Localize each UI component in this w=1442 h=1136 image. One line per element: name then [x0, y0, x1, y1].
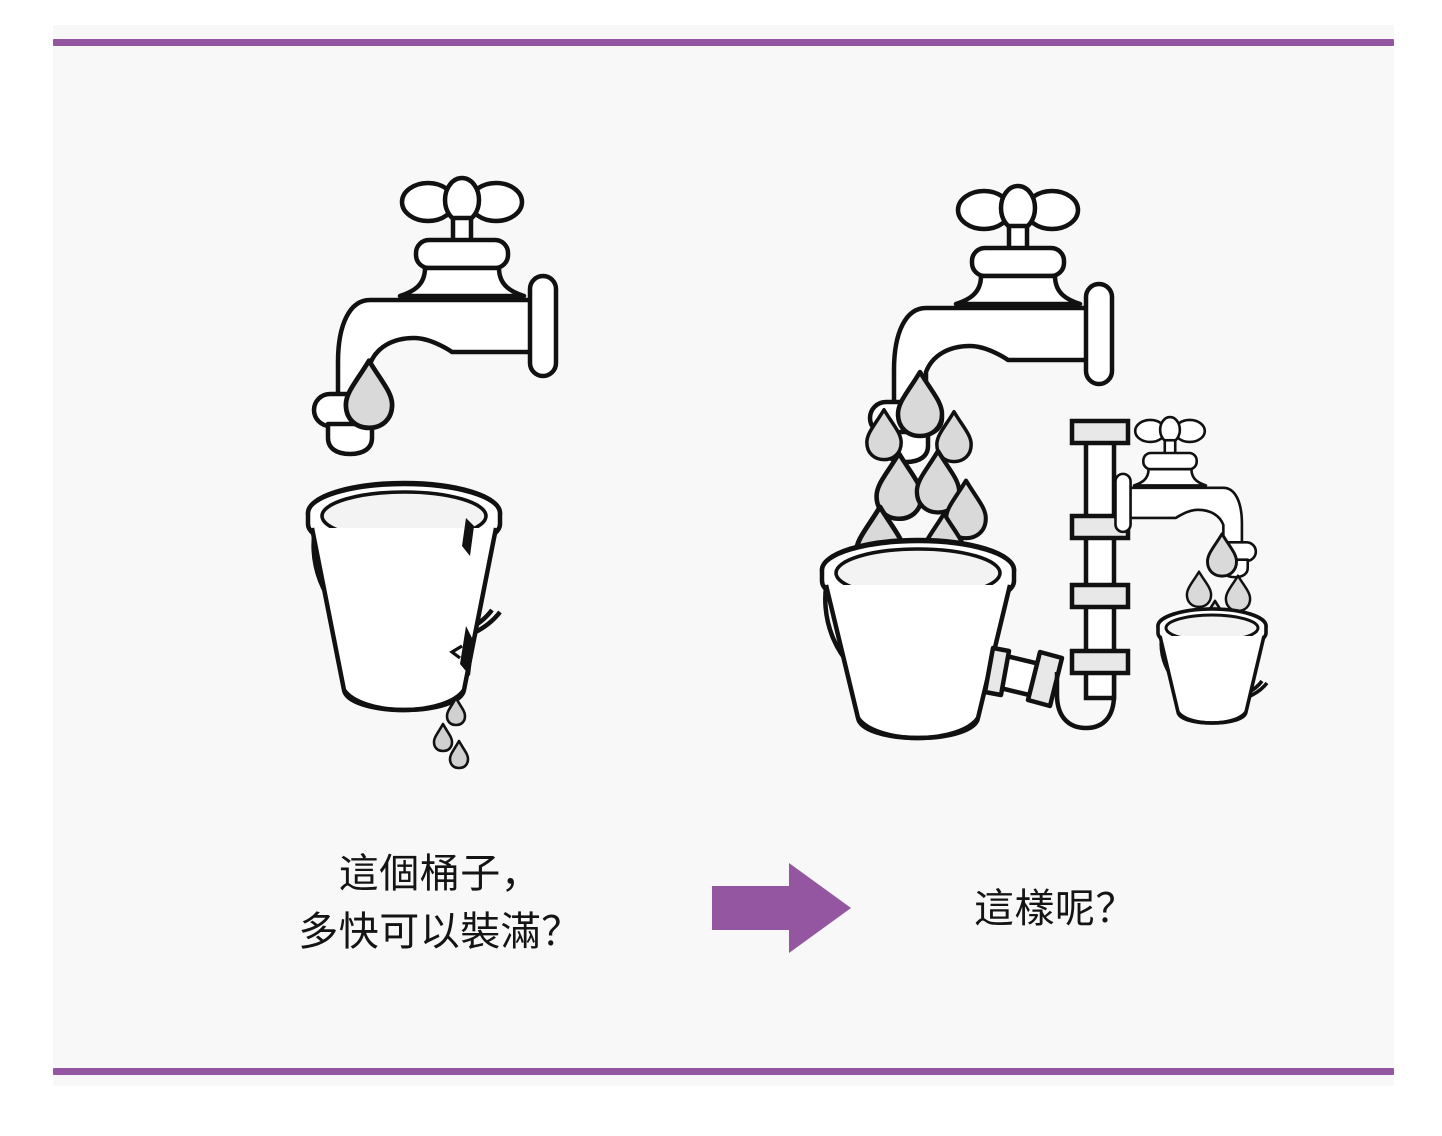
bucket-icon-main: [819, 537, 1017, 741]
right-caption: 這樣呢？: [974, 886, 1136, 932]
left-caption: 這個桶子， 多快可以裝滿？: [298, 851, 582, 955]
pipe-icon-riser: [1069, 418, 1131, 701]
arrow-right-icon: [712, 863, 851, 953]
bucket-icon-small: [1156, 607, 1269, 725]
left-scene: [305, 178, 556, 770]
top-rule-divider: [53, 39, 1394, 46]
bucket-icon: [305, 480, 503, 713]
bottom-rule-divider: [53, 1068, 1394, 1075]
right-scene: [819, 186, 1269, 741]
pipe-icon-trap: [982, 645, 1117, 731]
